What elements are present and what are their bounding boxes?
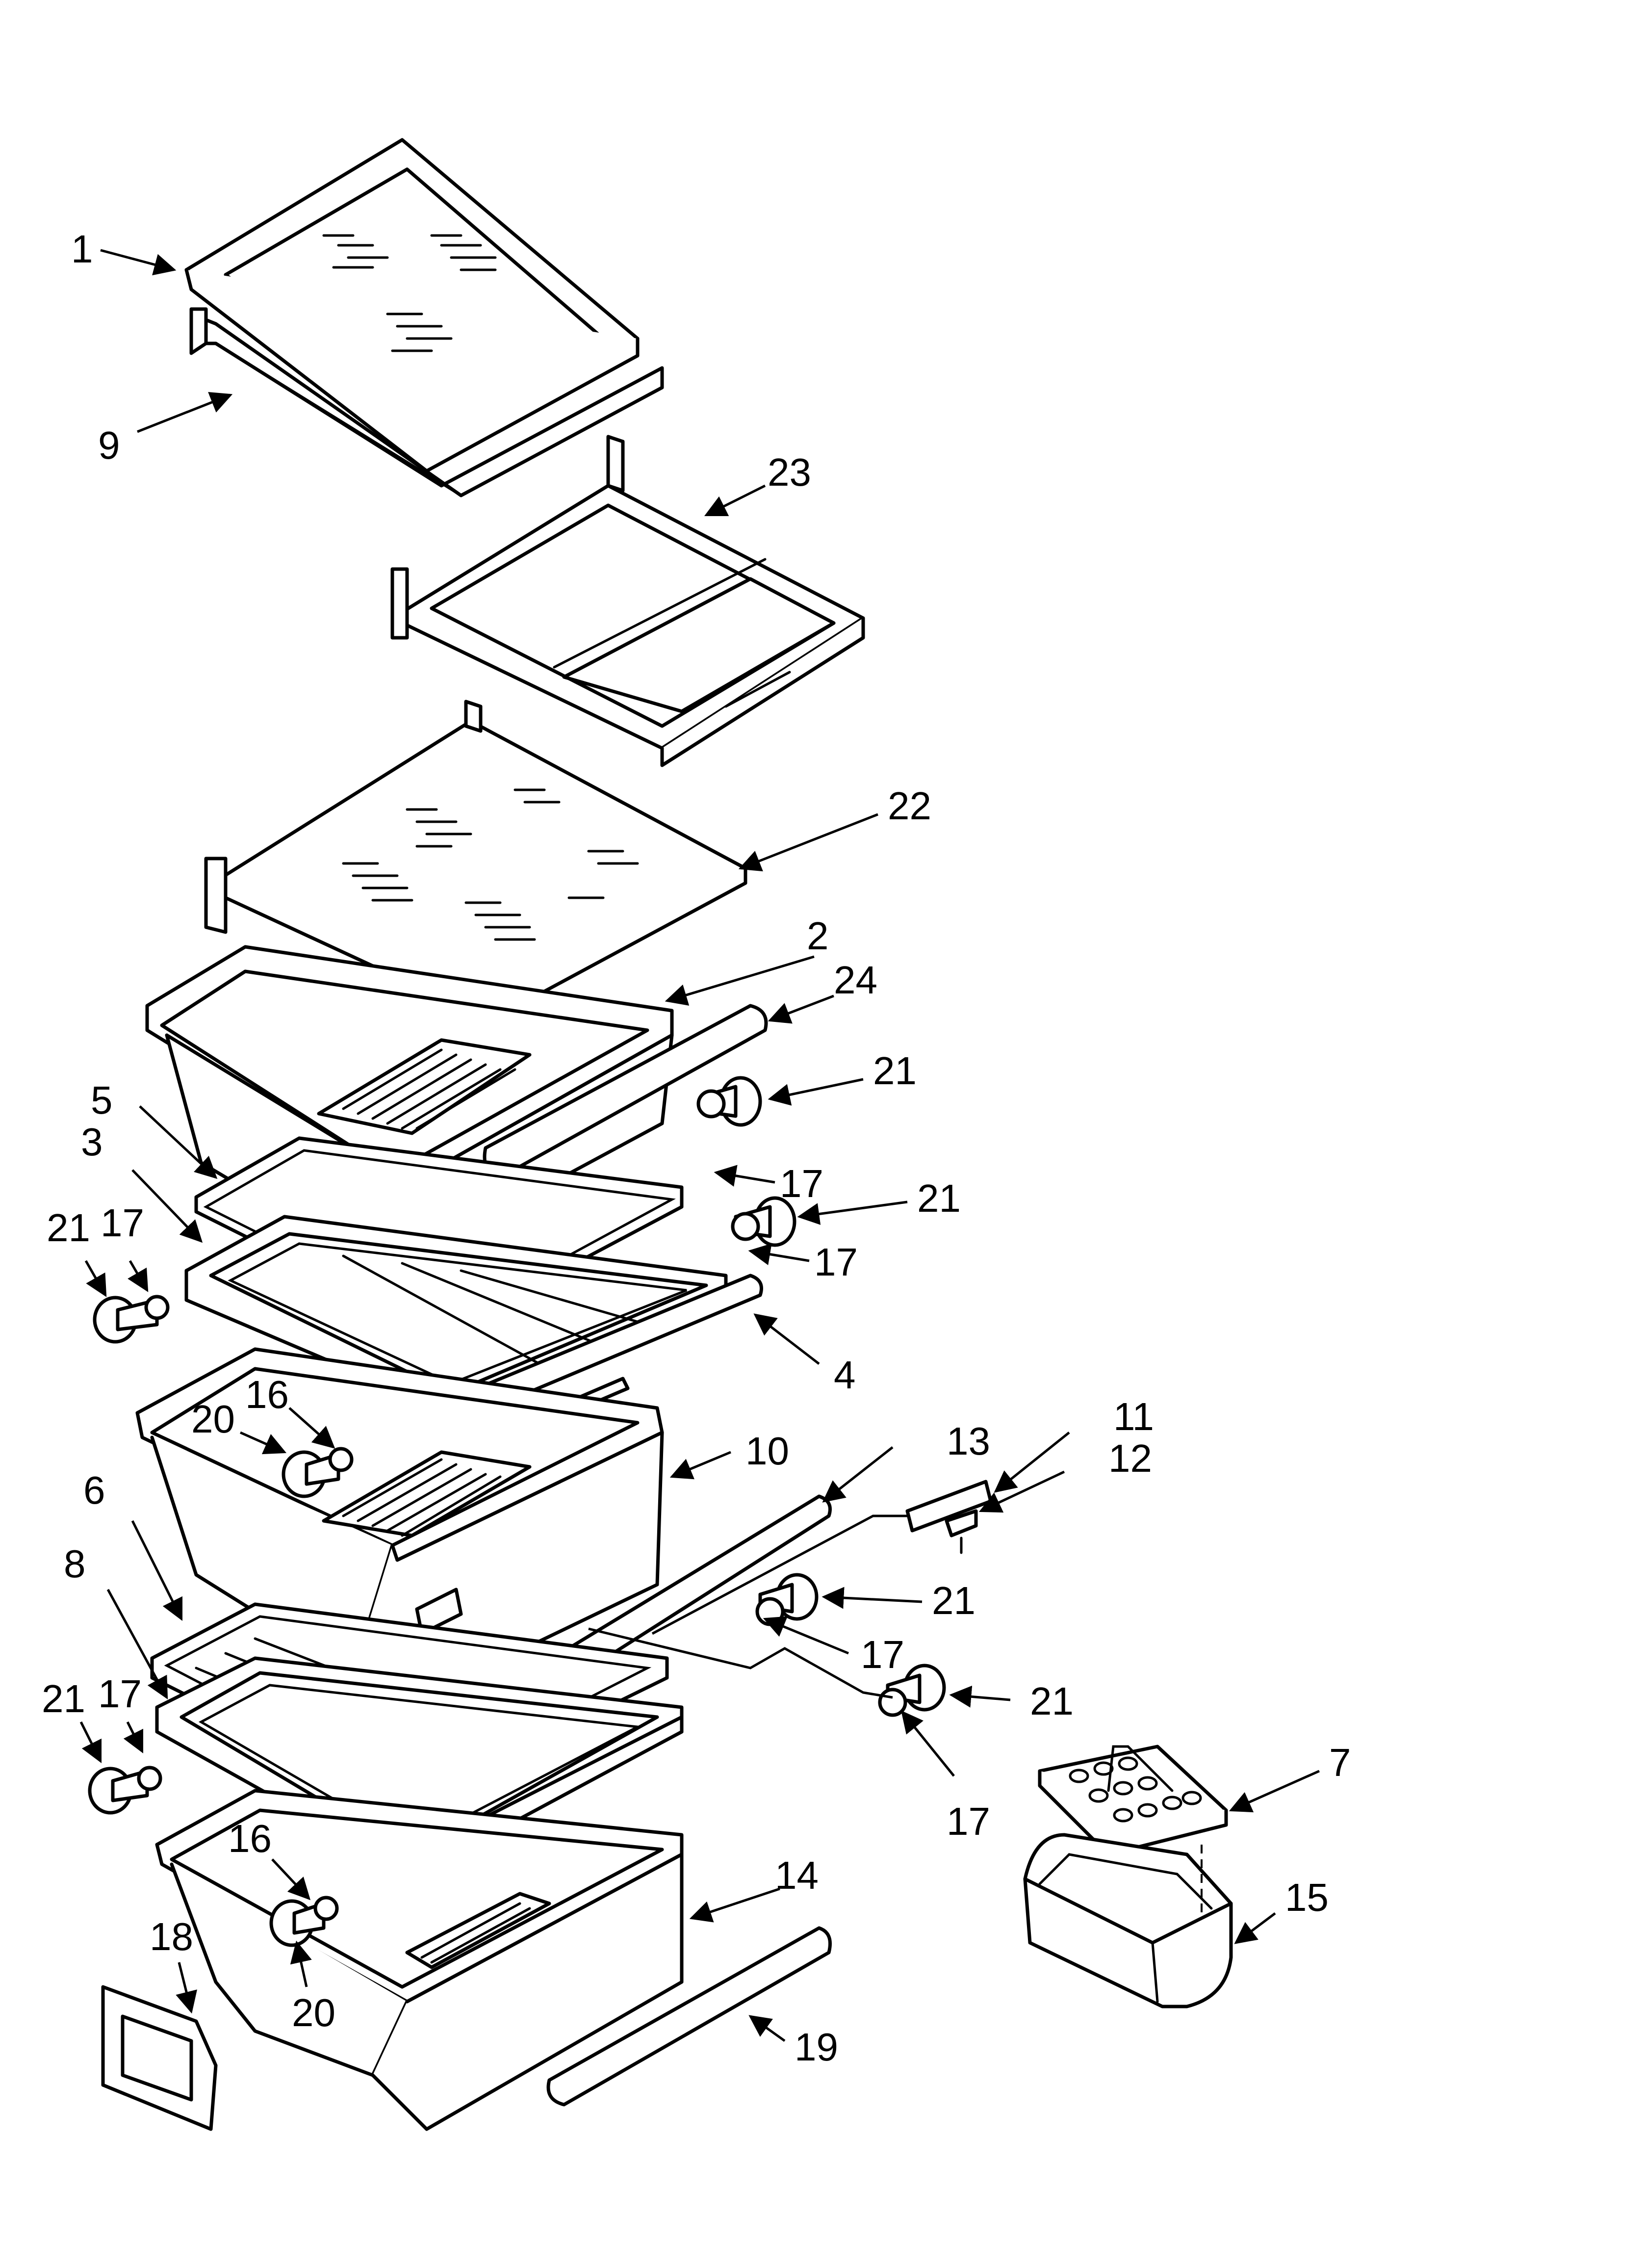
callout-12: 12 bbox=[1108, 1436, 1152, 1480]
callout-23: 23 bbox=[768, 450, 811, 494]
leader-lines bbox=[79, 249, 1320, 2042]
callout-17f: 17 bbox=[98, 1672, 142, 1716]
callout-5: 5 bbox=[91, 1078, 113, 1122]
fastener-21-mid-right bbox=[731, 1196, 796, 1247]
callout-17b: 17 bbox=[814, 1240, 858, 1284]
callout-13: 13 bbox=[947, 1419, 990, 1463]
callout-19: 19 bbox=[795, 2025, 838, 2069]
fastener-16-20-lower bbox=[269, 1896, 339, 1947]
callout-17e: 17 bbox=[947, 1799, 990, 1843]
fastener-21-lower-right-a bbox=[755, 1573, 819, 1626]
callout-24: 24 bbox=[834, 958, 877, 1002]
callout-21c: 21 bbox=[47, 1206, 90, 1250]
callout-18: 18 bbox=[150, 1915, 193, 1958]
callout-21d: 21 bbox=[932, 1579, 975, 1622]
part-22-glass-cover bbox=[204, 700, 747, 1022]
callout-15: 15 bbox=[1285, 1876, 1329, 1919]
fastener-16-20-upper bbox=[282, 1447, 354, 1498]
callout-6: 6 bbox=[83, 1468, 105, 1512]
callout-20b: 20 bbox=[292, 1991, 335, 2034]
callout-4: 4 bbox=[834, 1353, 856, 1397]
part-11-12-humidity-control bbox=[905, 1480, 993, 1554]
callout-9: 9 bbox=[98, 423, 120, 467]
part-18-label-plate bbox=[101, 1985, 218, 2131]
callout-21e: 21 bbox=[1030, 1679, 1074, 1723]
callout-17c: 17 bbox=[101, 1201, 144, 1245]
callout-3: 3 bbox=[81, 1120, 103, 1164]
callout-21f: 21 bbox=[42, 1677, 85, 1721]
fastener-21-left-upper bbox=[93, 1295, 170, 1344]
fastener-21-upper-right bbox=[696, 1076, 762, 1127]
callout-7: 7 bbox=[1329, 1741, 1351, 1784]
part-9-shelf-frame bbox=[189, 307, 664, 497]
callout-labels: 1 9 23 22 2 24 21 17 21 17 5 3 21 17 4 1… bbox=[42, 227, 1351, 2069]
part-7-egg-tray bbox=[1038, 1745, 1228, 1856]
callout-16a: 16 bbox=[245, 1373, 289, 1416]
callout-16b: 16 bbox=[228, 1817, 272, 1860]
part-15-bin bbox=[1023, 1833, 1233, 2008]
callout-22: 22 bbox=[888, 784, 931, 828]
callout-11: 11 bbox=[1113, 1395, 1154, 1438]
part-3-crisper-frame bbox=[184, 1215, 728, 1415]
callout-8: 8 bbox=[64, 1542, 86, 1586]
fastener-21-left-lower bbox=[88, 1766, 162, 1815]
callout-14: 14 bbox=[775, 1853, 819, 1897]
callout-17a: 17 bbox=[780, 1162, 823, 1205]
part-14-lower-crisper-pan bbox=[155, 1789, 684, 2131]
callout-20a: 20 bbox=[191, 1397, 235, 1441]
callout-21b: 21 bbox=[917, 1176, 961, 1220]
callout-1: 1 bbox=[71, 227, 93, 271]
part-19-lower-rail bbox=[546, 1926, 832, 2107]
callout-2: 2 bbox=[807, 914, 829, 958]
part-23-cover-frame bbox=[390, 435, 865, 767]
callout-10: 10 bbox=[745, 1429, 789, 1473]
callout-21a: 21 bbox=[873, 1049, 917, 1093]
callout-17d: 17 bbox=[861, 1633, 904, 1676]
